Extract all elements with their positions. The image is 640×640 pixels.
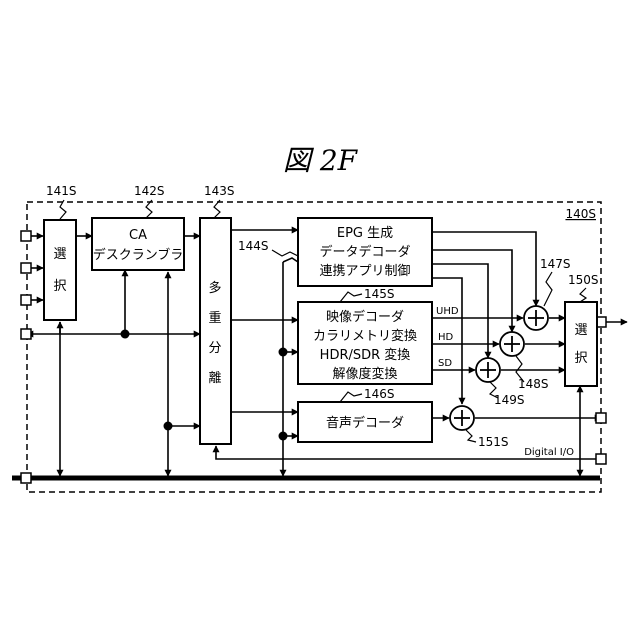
ca-descrambler-block: CA デスクランブラ bbox=[92, 218, 184, 270]
ref-149s: 149S bbox=[494, 393, 525, 407]
ref-147s: 147S bbox=[540, 257, 571, 271]
video-decoder-block: 映像デコーダ カラリメトリ変換 HDR/SDR 変換 解像度変換 bbox=[298, 302, 432, 384]
signal-label-uhd: UHD bbox=[436, 306, 459, 317]
adder-147s bbox=[524, 306, 548, 330]
ref-144s: 144S bbox=[238, 239, 269, 253]
svg-text:択: 択 bbox=[574, 351, 587, 366]
svg-text:EPG 生成: EPG 生成 bbox=[337, 226, 393, 241]
svg-text:音声デコーダ: 音声デコーダ bbox=[326, 415, 404, 431]
selector-150s-block: 選 択 bbox=[565, 302, 597, 386]
adder-149s bbox=[476, 358, 500, 382]
selector-141s-block: 選 択 bbox=[44, 220, 76, 320]
ref-148s: 148S bbox=[518, 377, 549, 391]
adder-151s bbox=[450, 406, 474, 430]
ref-142s: 142S bbox=[134, 184, 165, 198]
svg-text:離: 離 bbox=[208, 371, 221, 386]
signal-label-hd: HD bbox=[438, 332, 454, 343]
svg-text:択: 択 bbox=[53, 279, 66, 294]
audio-decoder-block: 音声デコーダ bbox=[298, 402, 432, 442]
svg-text:解像度変換: 解像度変換 bbox=[332, 366, 397, 382]
ref-145s: 145S bbox=[364, 287, 395, 301]
svg-text:データデコーダ: データデコーダ bbox=[319, 244, 410, 260]
svg-text:分: 分 bbox=[208, 341, 221, 356]
svg-text:選: 選 bbox=[53, 247, 66, 262]
ref-146s: 146S bbox=[364, 387, 395, 401]
svg-text:連携アプリ制御: 連携アプリ制御 bbox=[319, 263, 410, 279]
svg-text:デスクランブラ: デスクランブラ bbox=[93, 247, 184, 263]
ref-143s: 143S bbox=[204, 184, 235, 198]
demux-block: 多 重 分 離 bbox=[200, 218, 231, 444]
adder-148s bbox=[500, 332, 524, 356]
svg-text:CA: CA bbox=[129, 228, 147, 243]
svg-text:映像デコーダ: 映像デコーダ bbox=[326, 309, 404, 325]
signal-label-digital-io: Digital I/O bbox=[524, 447, 574, 458]
figure-title: 図 2F bbox=[283, 144, 359, 177]
svg-text:重: 重 bbox=[208, 310, 221, 326]
epg-data-decoder-block: EPG 生成 データデコーダ 連携アプリ制御 bbox=[298, 218, 432, 286]
signal-label-sd: SD bbox=[438, 358, 452, 369]
svg-text:HDR/SDR 変換: HDR/SDR 変換 bbox=[320, 347, 411, 363]
svg-text:選: 選 bbox=[574, 323, 587, 338]
svg-text:多: 多 bbox=[208, 280, 221, 296]
ref-151s: 151S bbox=[478, 435, 509, 449]
svg-text:カラリメトリ変換: カラリメトリ変換 bbox=[313, 328, 417, 344]
ref-150s: 150S bbox=[568, 273, 599, 287]
ref-141s: 141S bbox=[46, 184, 77, 198]
frame-label: 140S bbox=[565, 207, 596, 221]
